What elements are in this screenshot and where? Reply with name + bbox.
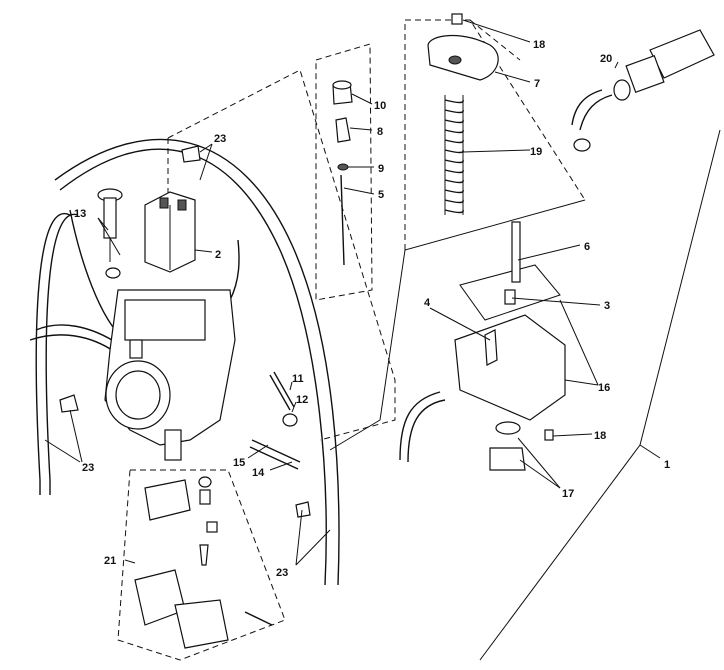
assembly-lines	[329, 129, 721, 661]
cap-and-spring	[427, 13, 499, 215]
label-11: 11	[292, 373, 304, 385]
label-12: 12	[296, 394, 308, 406]
label-3: 3	[604, 300, 610, 312]
vent-hoses	[29, 138, 446, 586]
label-8: 8	[377, 126, 383, 138]
leader-lines	[44, 19, 619, 566]
hose-clips	[59, 145, 311, 518]
needle-set	[332, 80, 353, 266]
throttle-slide	[144, 191, 196, 273]
label-2: 2	[215, 249, 221, 261]
float-bowl	[454, 221, 566, 471]
label-23-left: 23	[82, 462, 94, 474]
label-16: 16	[598, 382, 610, 394]
label-19: 19	[530, 146, 542, 158]
air-screw	[97, 188, 123, 279]
label-6: 6	[584, 241, 590, 253]
label-10: 10	[374, 100, 386, 112]
label-13: 13	[74, 208, 86, 220]
label-15: 15	[233, 457, 245, 469]
label-23-top: 23	[214, 133, 226, 145]
label-1: 1	[664, 459, 670, 471]
label-17: 17	[562, 488, 574, 500]
label-18-top: 18	[533, 39, 545, 51]
carburetor-body	[104, 289, 236, 461]
label-14: 14	[252, 467, 265, 479]
label-18-bottom: 18	[594, 430, 606, 442]
float-assembly	[134, 476, 273, 649]
label-21: 21	[104, 555, 116, 567]
label-23-bottom: 23	[276, 567, 288, 579]
label-5: 5	[378, 189, 384, 201]
part-labels: 1 2 3 4 5 6 7 8 9 10 11 12 13 14 15 16 1…	[74, 39, 670, 579]
label-9: 9	[378, 163, 384, 175]
label-20: 20	[600, 53, 612, 65]
adjust-screws	[249, 371, 301, 470]
cable-adjuster	[571, 29, 715, 152]
label-7: 7	[534, 78, 540, 90]
label-4: 4	[424, 297, 431, 309]
